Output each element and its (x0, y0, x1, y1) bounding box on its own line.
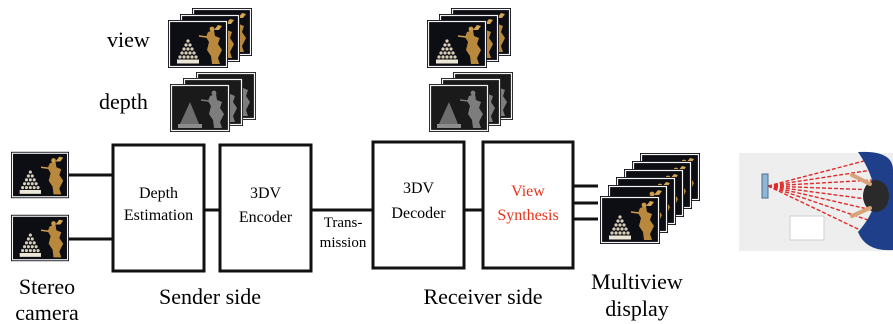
viewer-topview-icon (739, 151, 893, 251)
view-synthesis-block: View Synthesis (481, 140, 575, 270)
stereo-label-line1: Stereo (19, 274, 75, 299)
decoder-label-line1: 3DV (403, 180, 435, 197)
depth-estimation-label-line2: Estimation (124, 207, 193, 224)
receiver-view-thumbnail-icon (427, 8, 511, 68)
transmission-label-line2: mission (320, 235, 367, 251)
receiver-depth-thumbnail-icon (428, 72, 514, 132)
sender-view-thumbnail-icon (168, 8, 252, 68)
view-synthesis-label-line2: Synthesis (497, 207, 558, 224)
encoder-label-line1: 3DV (250, 185, 282, 202)
view-synthesis-label-line1: View (511, 183, 545, 200)
multiview-label-line2: display (605, 296, 669, 321)
stereo-label-line2: camera (15, 300, 79, 324)
3dv-decoder-block: 3DV Decoder (371, 140, 466, 270)
multiview-display-thumbnail-icon (600, 152, 700, 245)
encoder-label-line2: Encoder (239, 209, 293, 226)
depth-label: depth (99, 89, 148, 114)
depth-estimation-label-line1: Depth (139, 185, 178, 202)
3dv-encoder-block: 3DV Encoder (218, 143, 313, 273)
view-label: view (107, 27, 150, 52)
receiver-side-label: Receiver side (423, 284, 542, 309)
stereo-camera-thumbnail-icon (11, 151, 69, 263)
sender-side-label: Sender side (159, 284, 261, 309)
sender-depth-thumbnail-icon (169, 72, 257, 132)
transmission-label-line1: Trans- (324, 215, 363, 231)
decoder-label-line2: Decoder (391, 205, 446, 222)
depth-estimation-block: Depth Estimation (111, 143, 206, 273)
multiview-label-line1: Multiview (591, 269, 683, 294)
